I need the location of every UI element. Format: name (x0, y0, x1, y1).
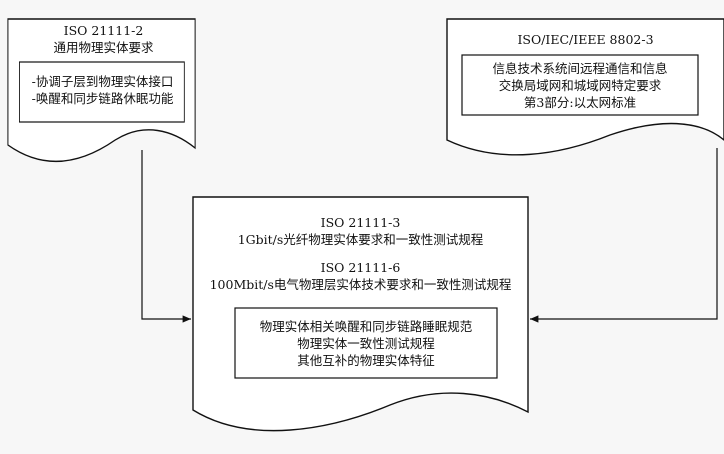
part6-subtitle: 100Mbit/s电气物理层实体技术要求和一致性测试规程 (209, 277, 512, 292)
left-doc-item: -唤醒和同步链路休眠功能 (31, 91, 174, 106)
right-doc-item: 信息技术系统间远程通信和信息 (492, 61, 668, 76)
left-doc-title: ISO 21111-2 (63, 23, 144, 38)
part3-subtitle: 1Gbit/s光纤物理实体要求和一致性测试规程 (237, 232, 484, 247)
right-inner-box (461, 54, 699, 116)
right-connector-arrow (530, 148, 718, 323)
right-doc-item: 交换局域网和城域网特定要求 (498, 78, 662, 93)
part3-title: ISO 21111-3 (320, 215, 401, 230)
left-connector-arrow (141, 150, 191, 323)
center-doc-item: 物理实体相关唤醒和同步链路睡眠规范 (259, 319, 473, 334)
part6-title: ISO 21111-6 (320, 260, 401, 275)
center-doc-item: 物理实体一致性测试规程 (297, 336, 435, 351)
center-doc-item: 其他互补的物理实体特征 (297, 353, 435, 368)
center-inner-box (234, 307, 498, 379)
right-doc-item: 第3部分:以太网标准 (523, 95, 637, 110)
right-doc-title: ISO/IEC/IEEE 8802-3 (517, 32, 654, 47)
left-doc-item: -协调子层到物理实体接口 (31, 74, 174, 89)
left-doc-subtitle: 通用物理实体要求 (53, 40, 154, 55)
left-inner-box (19, 61, 185, 123)
